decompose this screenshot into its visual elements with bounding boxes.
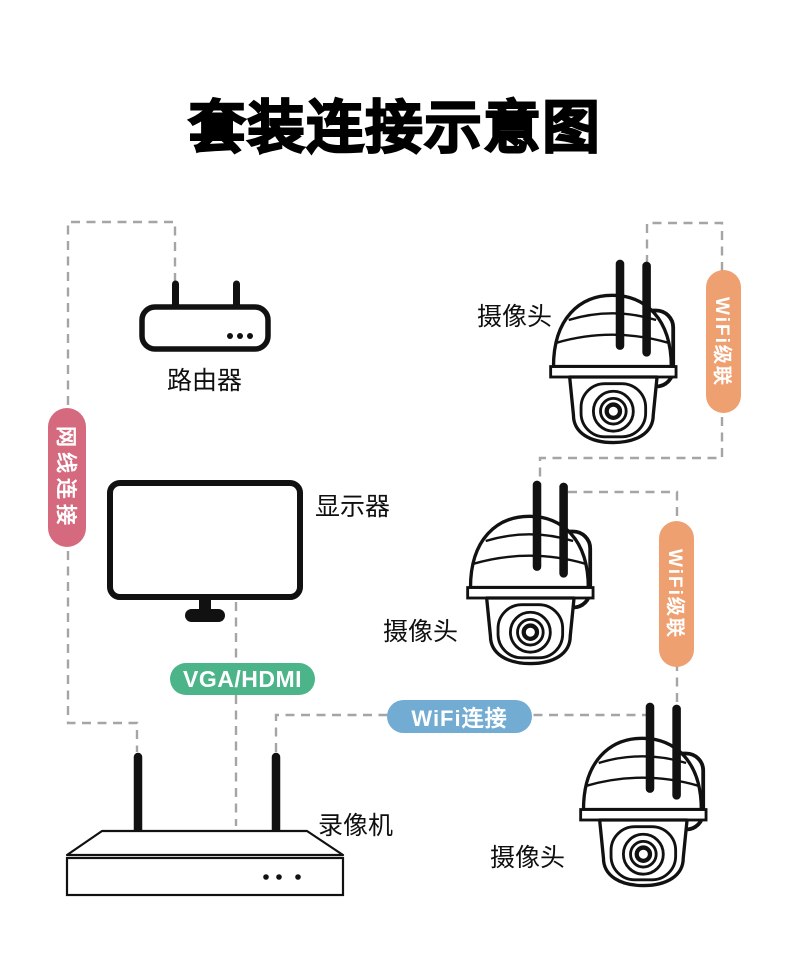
wire-ethernet-router-to-recorder: [66, 220, 177, 752]
ethernet-connection-badge: 网线连接: [48, 408, 86, 547]
wifi-cascade-badge-1: WiFi级联: [706, 270, 741, 413]
monitor-label: 显示器: [315, 493, 391, 521]
vga-hdmi-connection-badge: VGA/HDMI: [170, 663, 315, 695]
router-illustration: [139, 280, 271, 352]
camera3-label: 摄像头: [490, 844, 566, 872]
wifi-cascade-badge-2: WiFi级联: [659, 521, 694, 667]
camera2-label: 摄像头: [383, 618, 459, 646]
camera1-illustration: [551, 264, 676, 443]
camera3-illustration: [581, 707, 706, 886]
router-label: 路由器: [167, 367, 243, 395]
camera2-illustration: [468, 485, 593, 664]
recorder-illustration: [65, 752, 345, 897]
wifi-connection-badge: WiFi连接: [387, 700, 532, 733]
camera1-label: 摄像头: [477, 303, 553, 331]
monitor-illustration: [107, 480, 303, 622]
page-title: 套装连接示意图: [187, 95, 602, 161]
recorder-label: 录像机: [318, 812, 394, 840]
